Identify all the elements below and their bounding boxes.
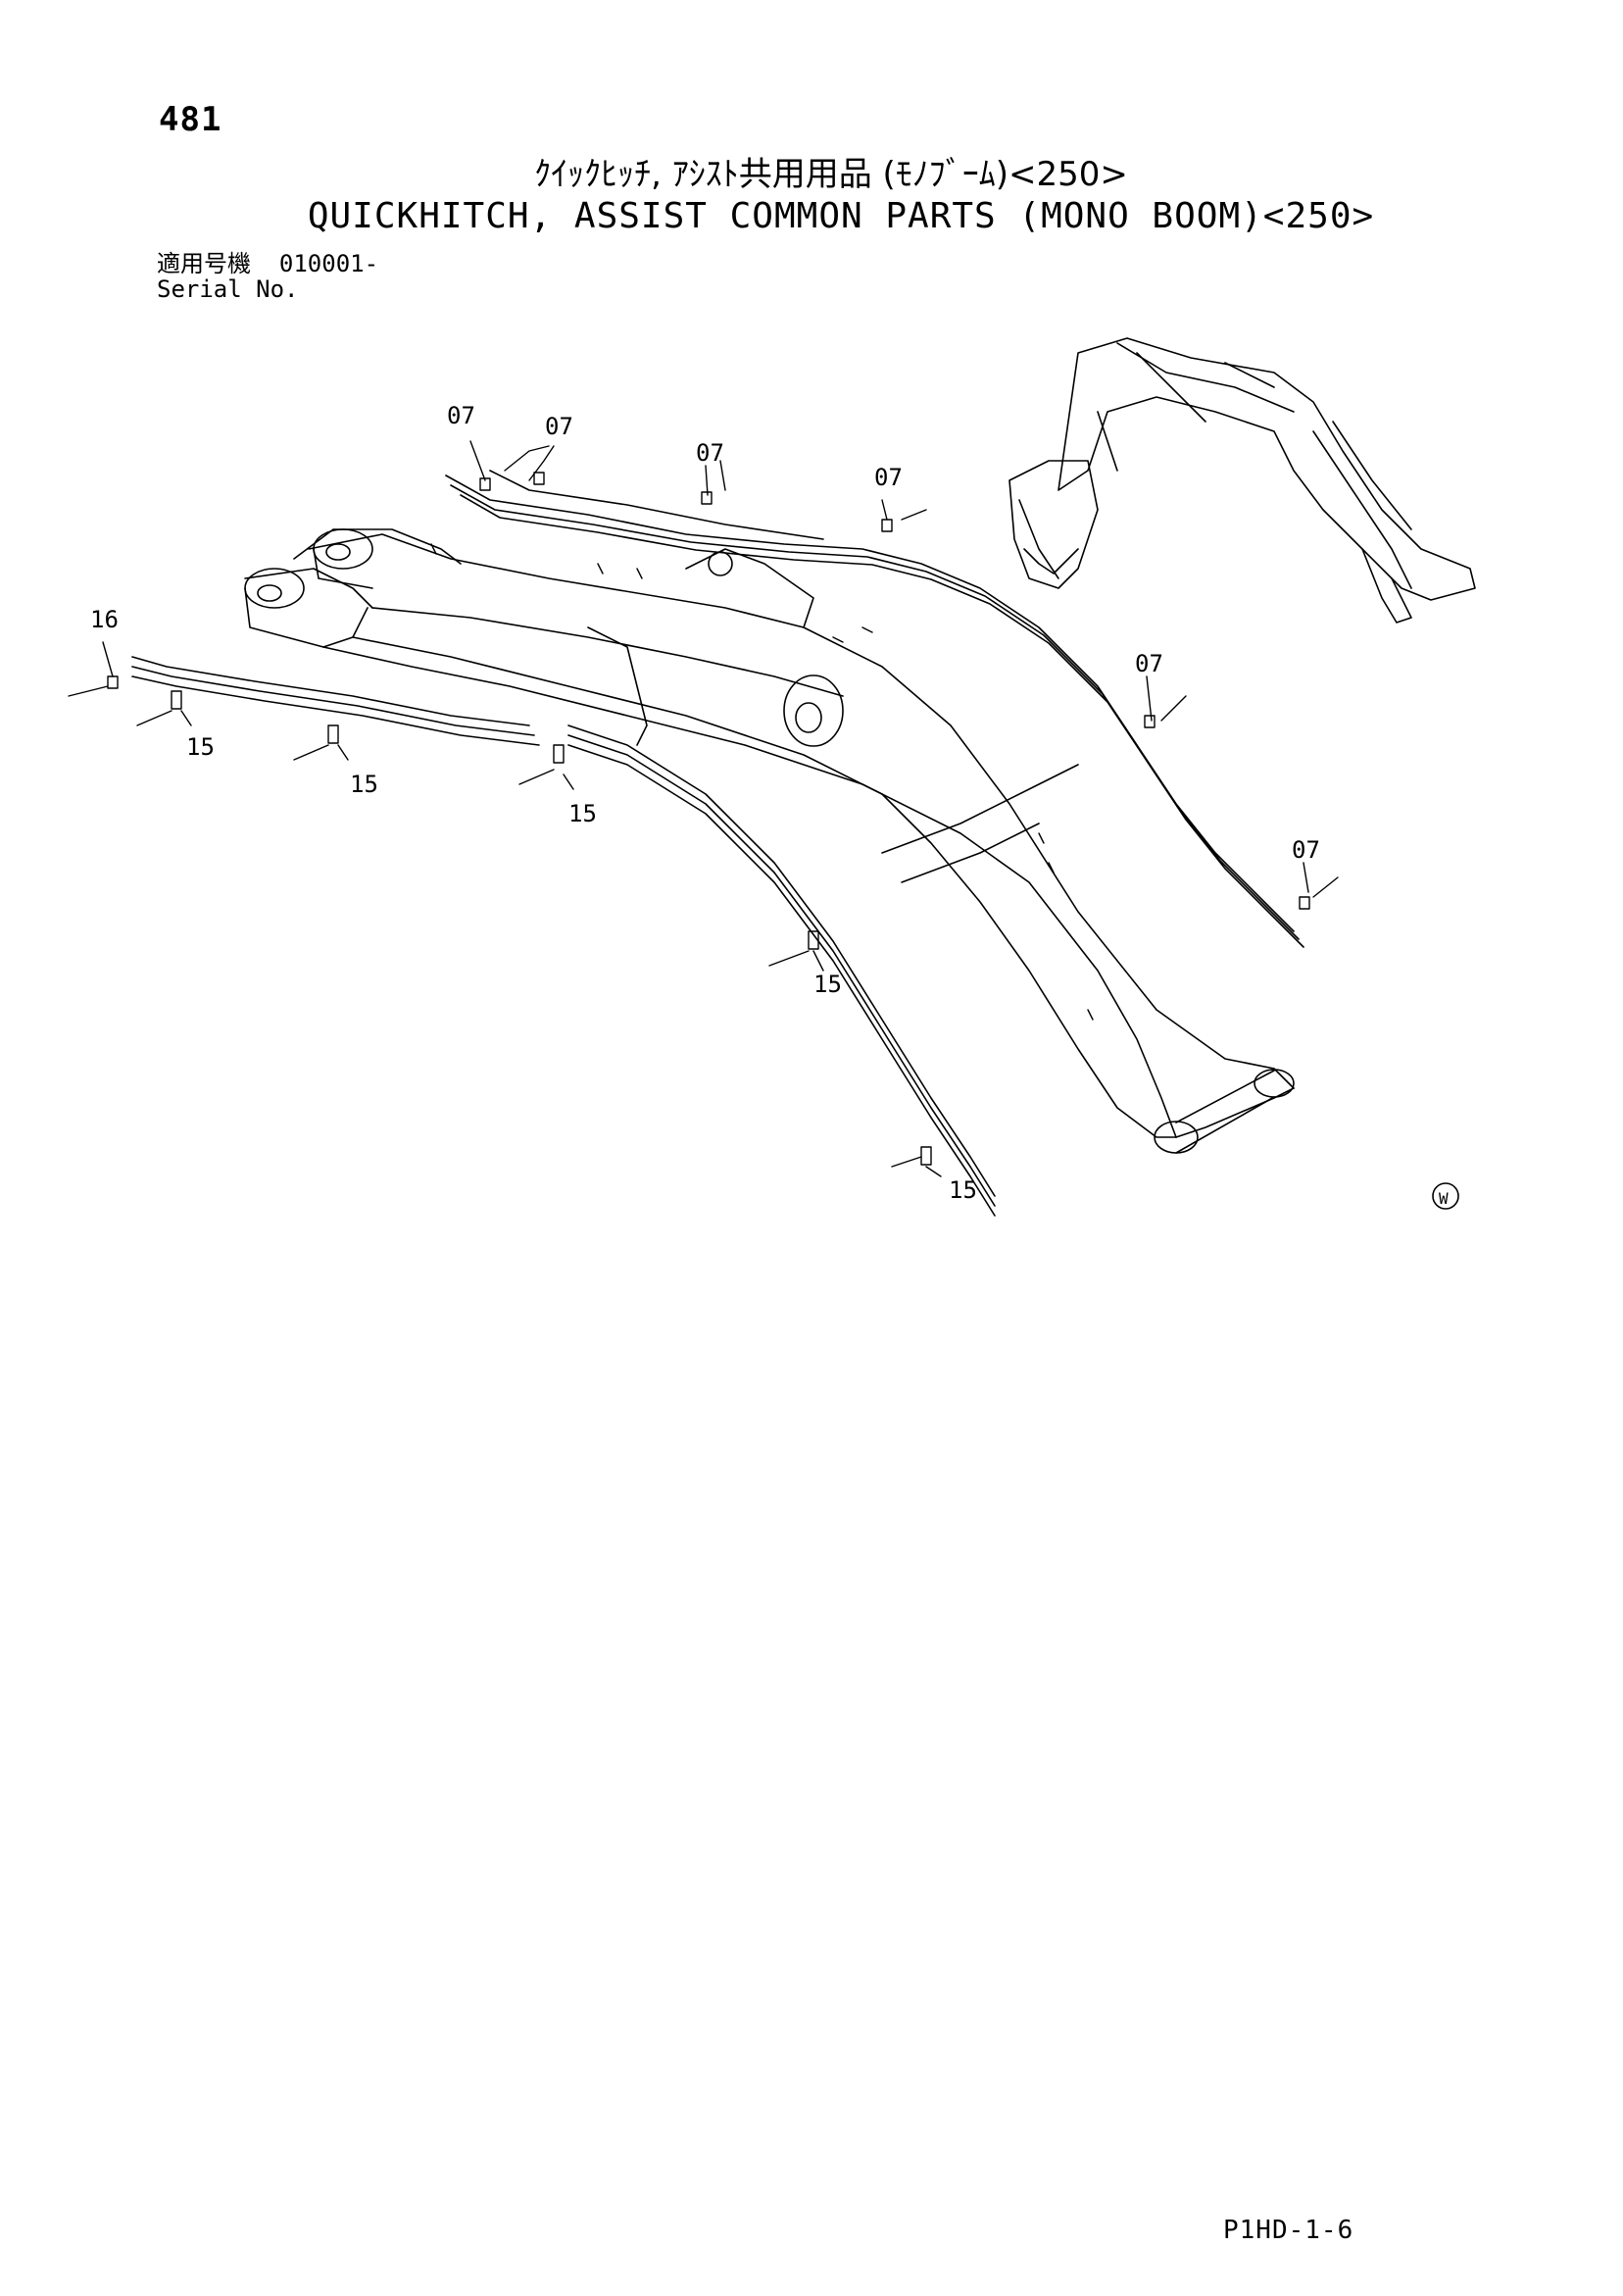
callout-label: 15 bbox=[568, 800, 597, 827]
left-hose-lines bbox=[131, 656, 996, 1217]
callout-label: 15 bbox=[813, 971, 842, 998]
upper-hose-lines bbox=[445, 470, 1304, 948]
serial-label-jp: 適用号機 bbox=[157, 250, 251, 277]
serial-row-jp: 適用号機 010001- bbox=[157, 251, 378, 276]
page-title-japanese: ｸｲｯｸﾋｯﾁ, ｱｼｽﾄ共用用品 (ﾓﾉﾌﾞｰﾑ)<250> bbox=[534, 155, 1128, 194]
callout-label: 15 bbox=[350, 771, 378, 798]
callout-label: 15 bbox=[949, 1176, 977, 1204]
callout-label: 16 bbox=[90, 606, 119, 633]
callout-label: 15 bbox=[186, 733, 215, 761]
fastener-markers bbox=[68, 440, 1339, 1177]
page-code: P1HD-1-6 bbox=[1223, 2216, 1354, 2245]
callout-label: 07 bbox=[696, 439, 724, 467]
w-mark: W bbox=[1439, 1189, 1449, 1208]
page-title-english: QUICKHITCH, ASSIST COMMON PARTS (MONO BO… bbox=[307, 196, 1375, 236]
callout-label: 07 bbox=[447, 402, 475, 429]
w-mark-circle bbox=[1432, 1182, 1459, 1210]
callout-label: 07 bbox=[874, 464, 903, 491]
serial-value: 010001- bbox=[278, 250, 379, 277]
boom-body bbox=[244, 528, 1295, 1154]
callout-label: 07 bbox=[545, 413, 573, 440]
serial-block: 適用号機 010001- Serial No. bbox=[157, 251, 378, 302]
serial-label-en: Serial No. bbox=[157, 275, 299, 303]
inset-excavator-icon bbox=[1008, 337, 1476, 624]
callout-labels: 07 07 07 07 07 07 16 15 15 15 15 15 W bbox=[90, 402, 1449, 1208]
callout-label: 07 bbox=[1135, 650, 1163, 677]
callout-label: 07 bbox=[1292, 836, 1320, 864]
page-number: 481 bbox=[159, 100, 222, 139]
